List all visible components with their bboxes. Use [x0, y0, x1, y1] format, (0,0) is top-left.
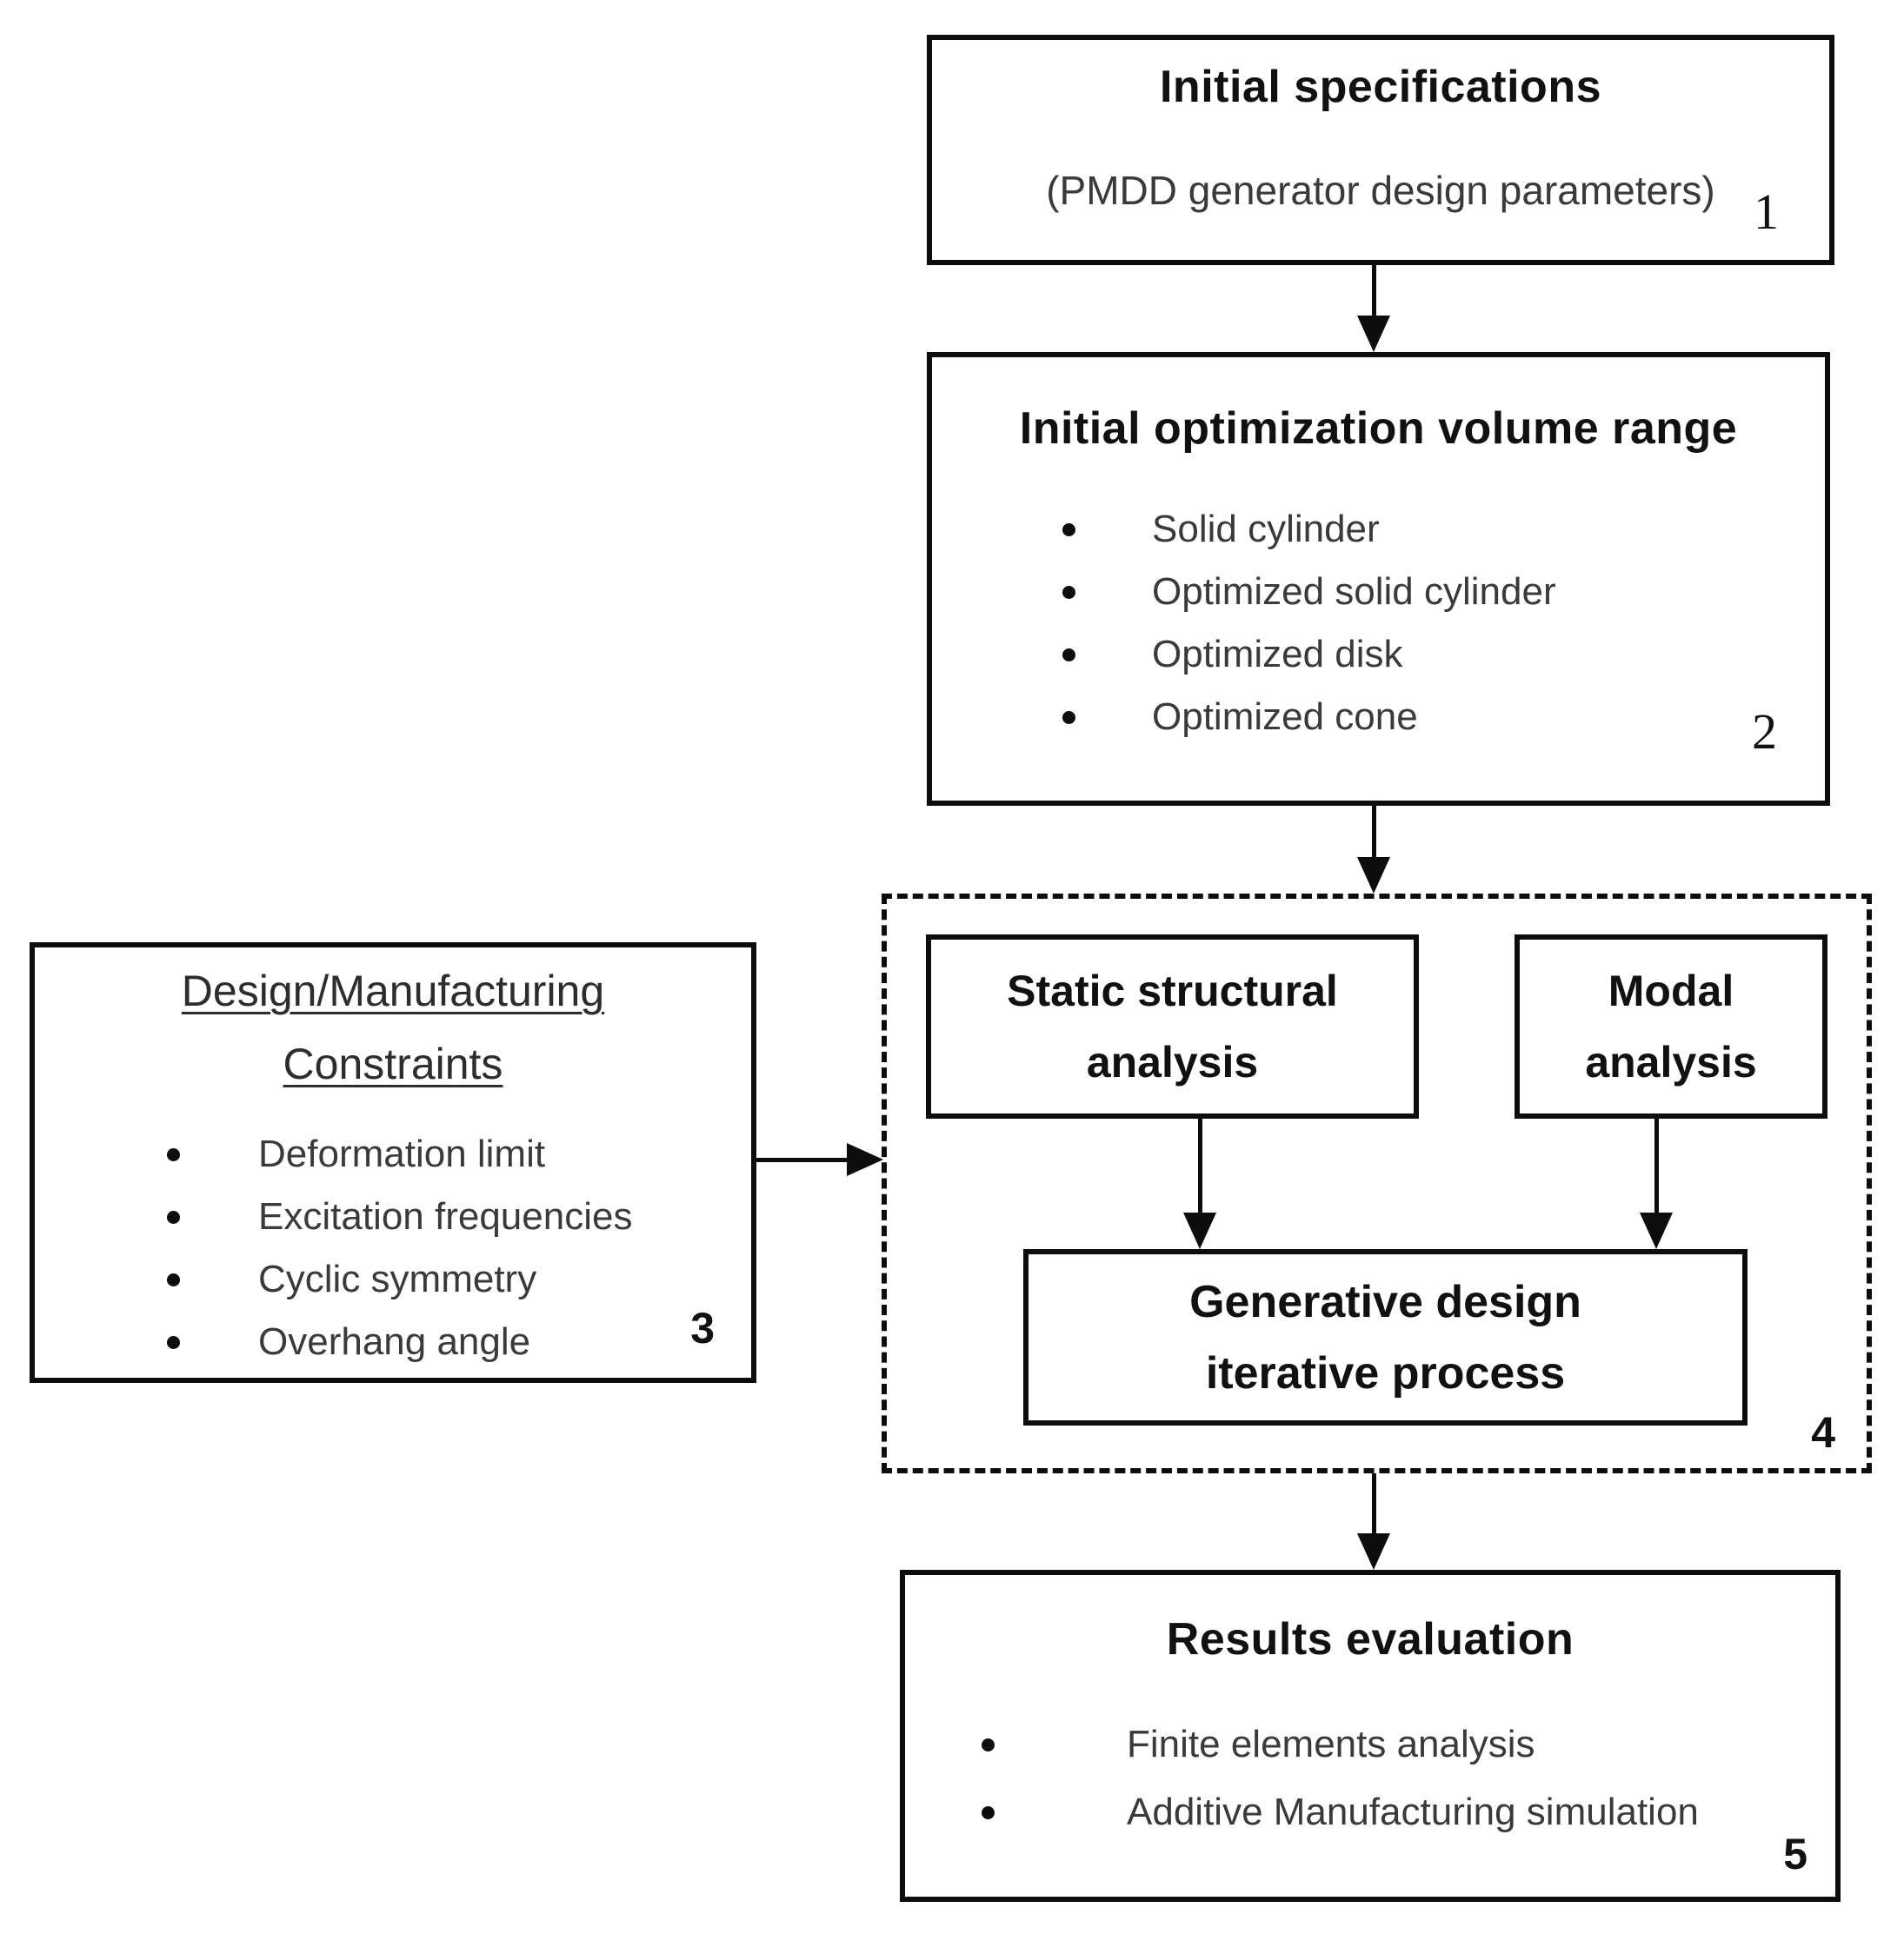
box-results-evaluation: Results evaluation Finite elements analy…	[900, 1570, 1841, 1902]
arrow-head-down-icon	[1357, 316, 1390, 352]
static-structural-title: Static structural analysis	[931, 955, 1414, 1098]
generative-design-title-line-2: iterative process	[1205, 1347, 1566, 1399]
bullet-item: Optimized disk	[932, 623, 1825, 686]
bullet-dot-icon	[167, 1147, 180, 1161]
bullet-dot-icon	[167, 1335, 180, 1349]
bullet-item: Optimized cone	[932, 686, 1825, 748]
static-structural-title-line-2: analysis	[1086, 1038, 1259, 1087]
step-number-4: 4	[1811, 1408, 1835, 1457]
box-static-structural-analysis: Static structural analysis	[926, 934, 1419, 1119]
step-number-2: 2	[1752, 703, 1777, 760]
bullet-label: Deformation limit	[258, 1133, 546, 1175]
bullet-label: Finite elements analysis	[1127, 1723, 1535, 1765]
arrow-initial-to-volume-range	[1356, 265, 1391, 352]
box-generative-design-iterative-process: Generative design iterative process	[1023, 1249, 1748, 1426]
constraints-title-line-2: Constraints	[283, 1040, 503, 1088]
bullet-item: Finite elements analysis	[905, 1711, 1835, 1778]
step-number-5: 5	[1783, 1830, 1807, 1878]
generative-design-title: Generative design iterative process	[1029, 1266, 1742, 1409]
arrow-shaft	[753, 1157, 847, 1162]
bullet-label: Overhang angle	[258, 1320, 531, 1363]
bullet-item: Solid cylinder	[932, 498, 1825, 561]
modal-analysis-title: Modal analysis	[1520, 955, 1822, 1098]
bullet-item: Deformation limit	[35, 1123, 751, 1186]
arrow-generative-group-to-results	[1356, 1473, 1391, 1570]
modal-analysis-title-line-1: Modal	[1608, 967, 1734, 1015]
arrow-shaft	[1371, 265, 1376, 316]
initial-specifications-title: Initial specifications	[1159, 62, 1602, 112]
bullet-label: Excitation frequencies	[258, 1195, 633, 1238]
arrow-shaft	[1197, 1119, 1202, 1213]
bullet-dot-icon	[1062, 585, 1075, 599]
bullet-dot-icon	[1062, 710, 1075, 724]
initial-specifications-subtitle: (PMDD generator design parameters)	[1046, 168, 1715, 213]
bullet-dot-icon	[982, 1738, 995, 1752]
generative-group-dashed-container: 4	[882, 894, 1872, 1473]
bullet-item: Overhang angle	[35, 1311, 751, 1373]
arrow-volume-range-to-generative-group	[1356, 806, 1391, 894]
constraints-bullet-list: Deformation limit Excitation frequencies…	[35, 1123, 751, 1373]
bullet-item: Optimized solid cylinder	[932, 561, 1825, 623]
arrow-head-down-icon	[1183, 1213, 1216, 1249]
volume-range-title: Initial optimization volume range	[1019, 403, 1738, 454]
arrow-head-down-icon	[1357, 857, 1390, 894]
arrow-head-right-icon	[847, 1143, 883, 1176]
arrow-shaft	[1371, 1473, 1376, 1533]
bullet-dot-icon	[1062, 522, 1075, 536]
bullet-item: Additive Manufacturing simulation	[905, 1778, 1835, 1846]
step-number-3: 3	[690, 1304, 715, 1353]
box-modal-analysis: Modal analysis	[1515, 934, 1827, 1119]
bullet-label: Optimized disk	[1152, 633, 1403, 675]
bullet-label: Solid cylinder	[1152, 508, 1380, 550]
bullet-label: Cyclic symmetry	[258, 1258, 537, 1300]
results-bullet-list: Finite elements analysis Additive Manufa…	[905, 1711, 1835, 1846]
generative-design-title-line-1: Generative design	[1189, 1276, 1581, 1327]
box-initial-specifications: Initial specifications (PMDD generator d…	[927, 35, 1834, 265]
static-structural-title-line-1: Static structural	[1007, 967, 1338, 1015]
bullet-label: Optimized cone	[1152, 695, 1418, 738]
modal-analysis-title-line-2: analysis	[1585, 1038, 1757, 1087]
bullet-label: Additive Manufacturing simulation	[1127, 1791, 1699, 1833]
volume-range-bullet-list: Solid cylinder Optimized solid cylinder …	[932, 498, 1825, 748]
arrow-shaft	[1654, 1119, 1659, 1213]
arrow-constraints-to-generative-group	[753, 1142, 883, 1177]
constraints-title-line-1: Design/Manufacturing	[181, 967, 605, 1015]
bullet-item: Cyclic symmetry	[35, 1248, 751, 1311]
arrow-static-to-generative	[1182, 1119, 1217, 1249]
bullet-dot-icon	[1062, 648, 1075, 661]
results-evaluation-title: Results evaluation	[1166, 1614, 1574, 1665]
arrow-head-down-icon	[1357, 1533, 1390, 1570]
step-number-1: 1	[1754, 183, 1779, 240]
bullet-dot-icon	[982, 1805, 995, 1819]
constraints-title: Design/Manufacturing Constraints	[35, 954, 751, 1100]
arrow-modal-to-generative	[1639, 1119, 1674, 1249]
arrow-shaft	[1371, 806, 1376, 857]
bullet-item: Excitation frequencies	[35, 1186, 751, 1248]
bullet-dot-icon	[167, 1210, 180, 1224]
bullet-label: Optimized solid cylinder	[1152, 570, 1556, 613]
box-initial-optimization-volume-range: Initial optimization volume range Solid …	[927, 352, 1830, 806]
bullet-dot-icon	[167, 1273, 180, 1286]
arrow-head-down-icon	[1640, 1213, 1673, 1249]
box-design-manufacturing-constraints: Design/Manufacturing Constraints Deforma…	[30, 942, 756, 1383]
